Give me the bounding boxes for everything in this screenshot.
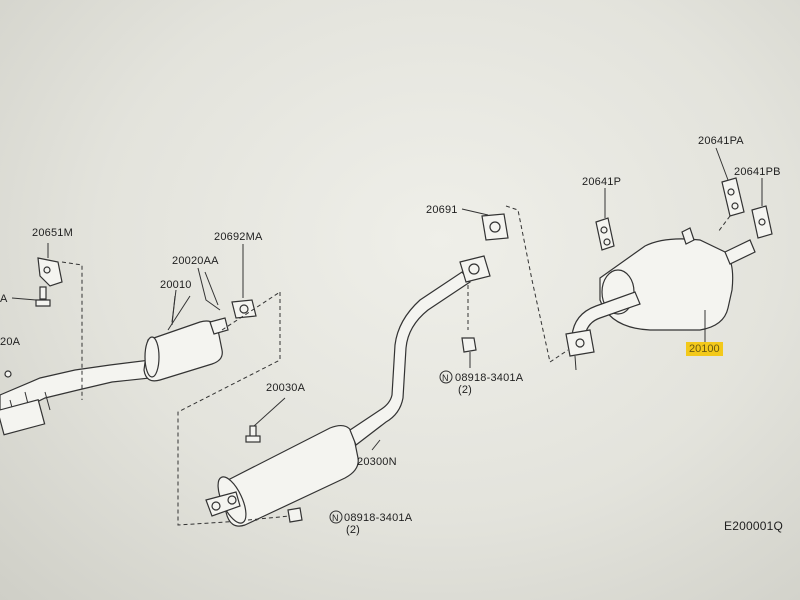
label-20100-highlighted: 20100 — [686, 342, 723, 356]
bolt-left — [11, 286, 51, 307]
gasket-20692ma — [231, 244, 257, 319]
label-20030a: 20030A — [266, 382, 306, 394]
label-20641pb: 20641PB — [734, 166, 781, 178]
nut-center — [461, 285, 477, 368]
label-20641p: 20641P — [582, 176, 621, 188]
n-symbol: N — [442, 373, 449, 383]
center-muffler-20300n — [205, 271, 471, 527]
label-20641pa: 20641PA — [698, 135, 744, 147]
leader-20010 — [171, 289, 177, 323]
callout-nut-lower: N 08918-3401A (2) — [329, 510, 413, 536]
label-edge-20a: 20A — [0, 336, 21, 348]
hanger-20641p — [595, 188, 615, 251]
hanger-20641pa — [715, 147, 745, 233]
pre-muffler-20010 — [143, 271, 229, 382]
hanger-20641pb — [751, 178, 773, 239]
bolt-20030a — [245, 397, 286, 443]
front-pipe — [0, 359, 151, 436]
callout-nut-center: N 08918-3401A (2) — [439, 370, 524, 396]
leader-20020aa — [197, 267, 221, 311]
label-20020aa: 20020AA — [172, 255, 219, 267]
rear-muffler-20100 — [565, 227, 756, 371]
label-nut-lower-qty: (2) — [346, 524, 360, 536]
bracket-20651m — [37, 243, 83, 400]
rear-connection-line — [505, 205, 569, 363]
label-20691: 20691 — [426, 204, 458, 216]
label-nut-center-qty: (2) — [458, 384, 472, 396]
label-20692ma: 20692MA — [214, 231, 263, 243]
label-20010: 20010 — [160, 279, 192, 291]
flange-20691 — [459, 208, 509, 283]
nut-lower — [247, 507, 303, 523]
assembly-boundary — [177, 292, 281, 526]
label-20300n: 20300N — [357, 456, 397, 468]
label-edge-a: A — [0, 293, 8, 305]
clip-left — [4, 370, 12, 378]
diagram-code: E200001Q — [724, 519, 783, 533]
label-nut-center: 08918-3401A — [455, 372, 524, 384]
label-nut-lower: 08918-3401A — [344, 512, 413, 524]
n-symbol: N — [332, 513, 339, 523]
label-20651m: 20651M — [32, 227, 73, 239]
